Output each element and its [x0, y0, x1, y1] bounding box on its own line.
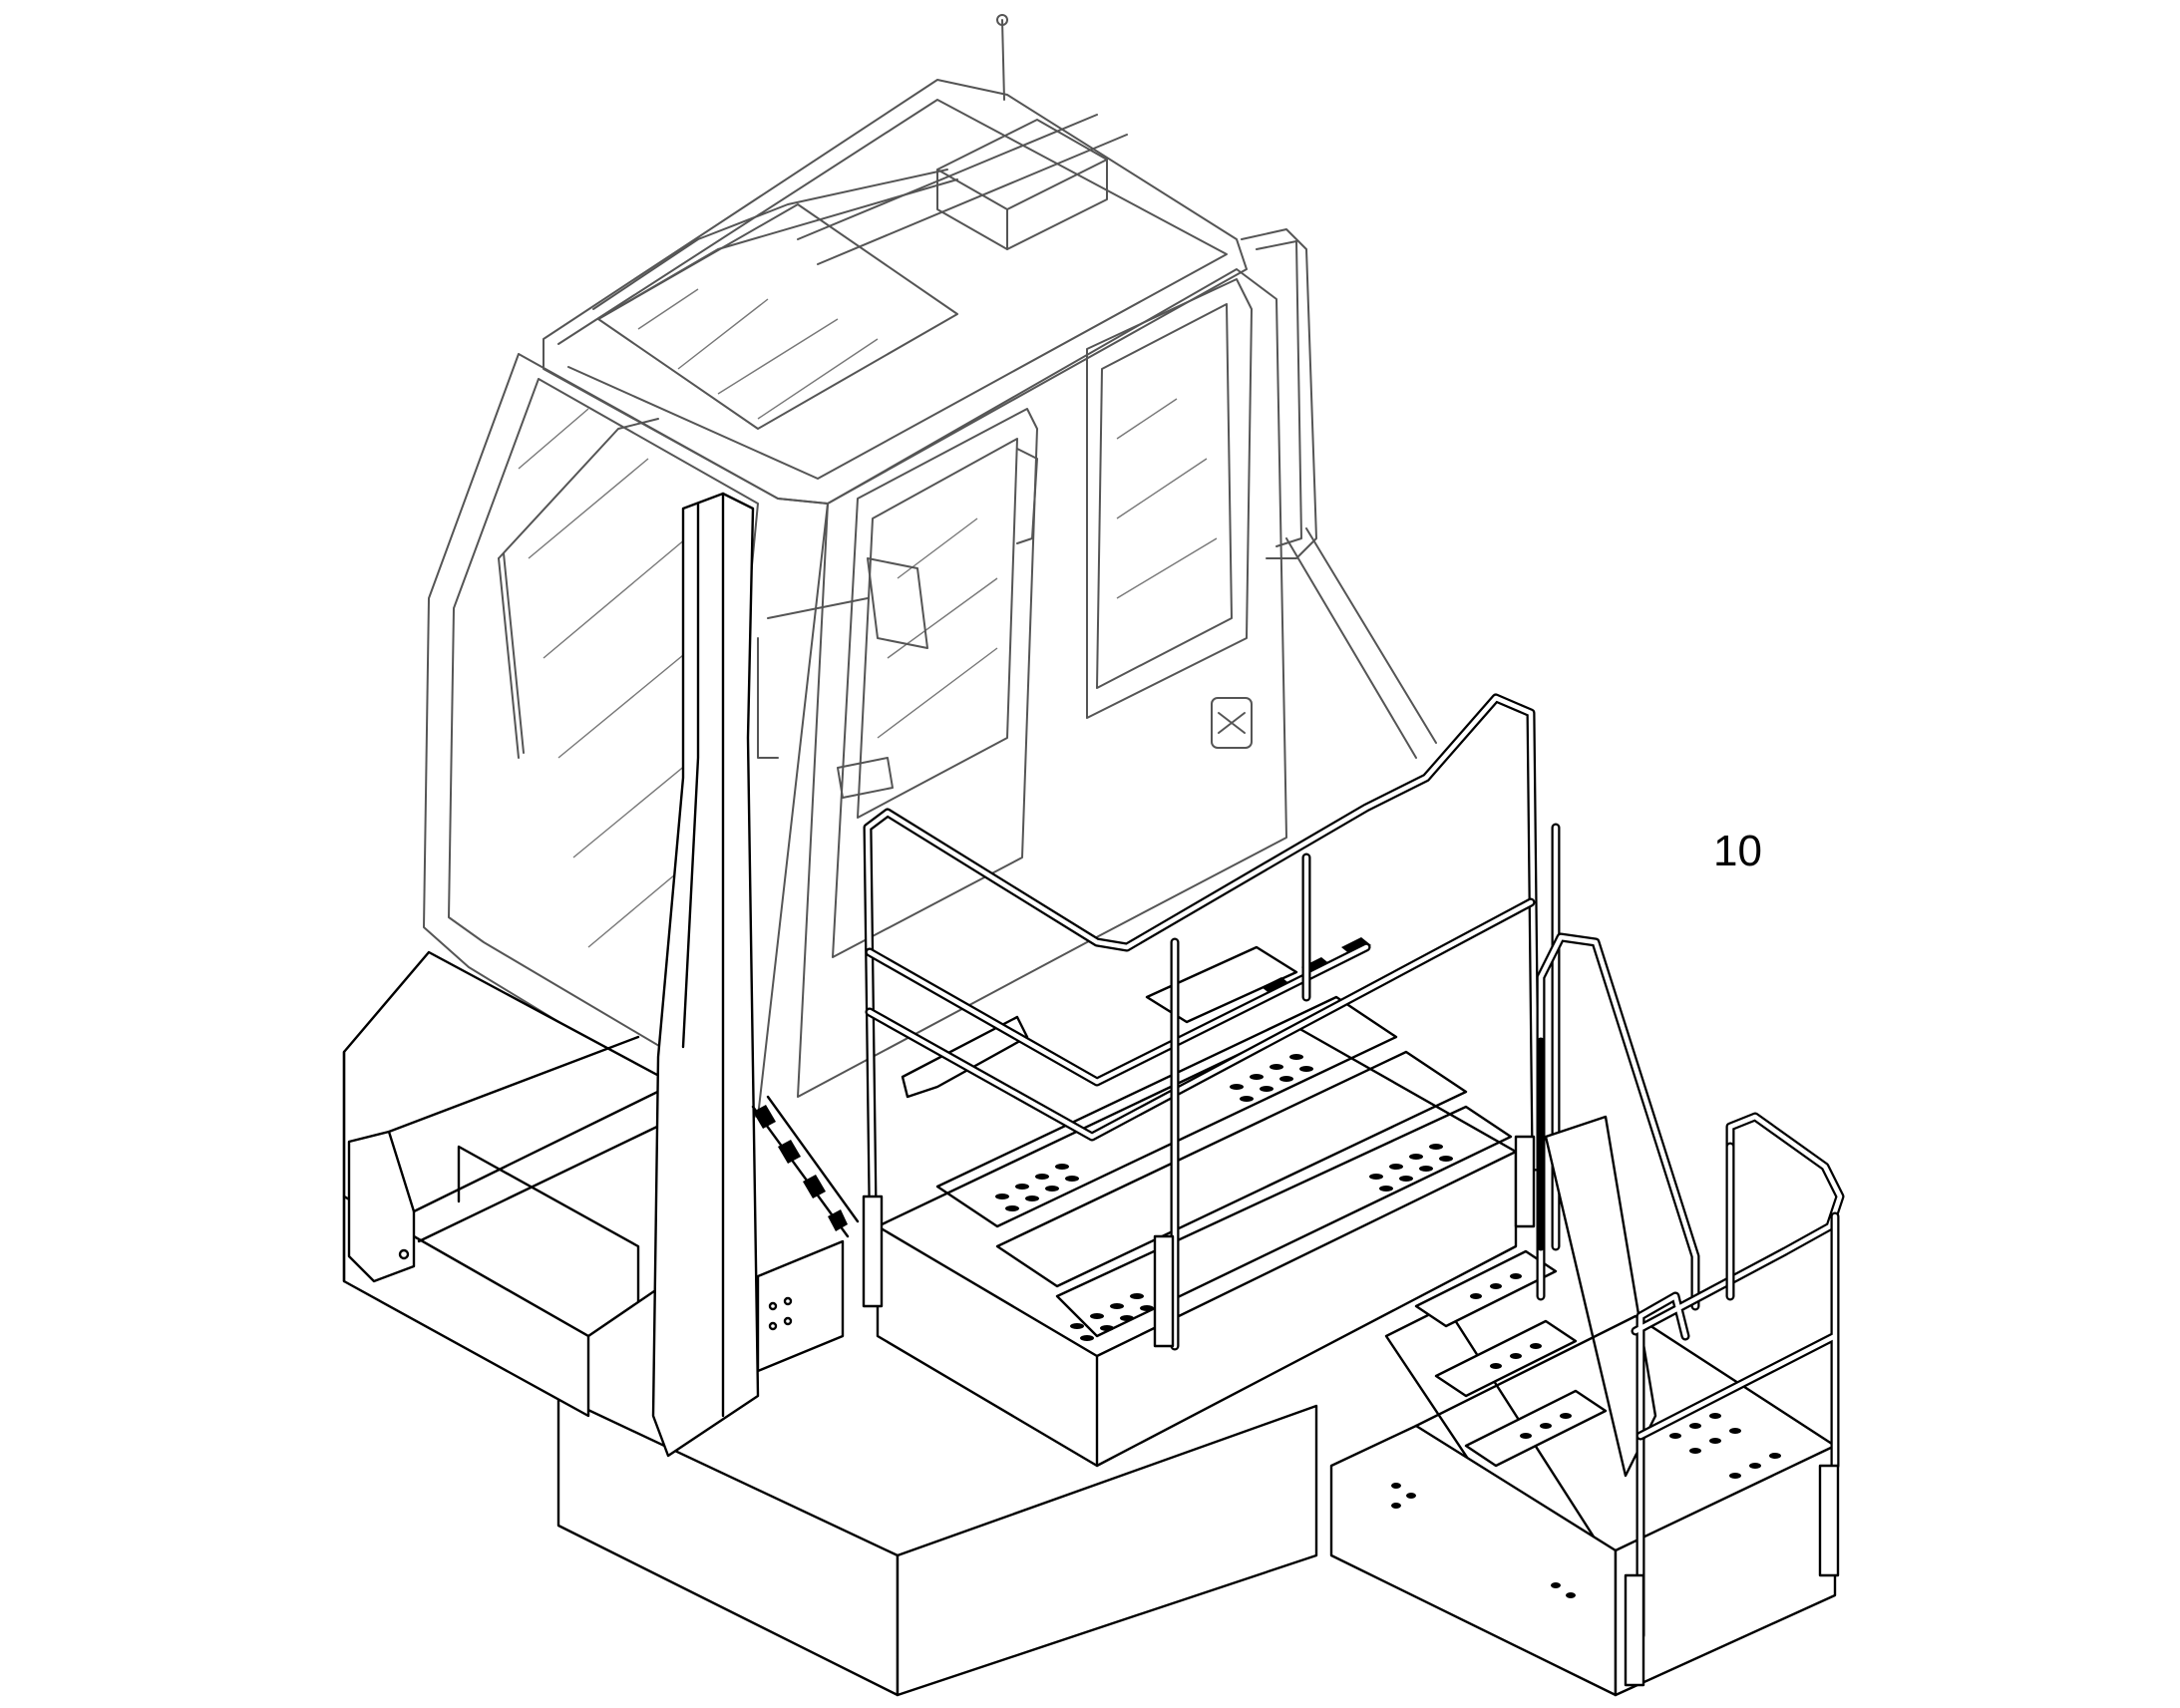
- guard-railing: [862, 693, 1561, 1351]
- wiper-arm: [592, 169, 958, 320]
- upper-structure-base: [342, 492, 1318, 1697]
- vertical-post: [651, 492, 760, 1458]
- access-stairway: [1384, 932, 1700, 1577]
- grab-handle: [1016, 448, 1038, 544]
- rear-view-mirror: [867, 557, 928, 649]
- cab-door: [832, 408, 1038, 958]
- hazard-stripes: [751, 1095, 860, 1238]
- walkway-platform: [876, 937, 1518, 1468]
- operator-cab: [423, 14, 1437, 1118]
- callout-label: 10: [1713, 827, 1762, 875]
- cab-roof: [543, 79, 1248, 505]
- antenna: [1001, 19, 1005, 101]
- stair-landing: [1329, 1112, 1845, 1697]
